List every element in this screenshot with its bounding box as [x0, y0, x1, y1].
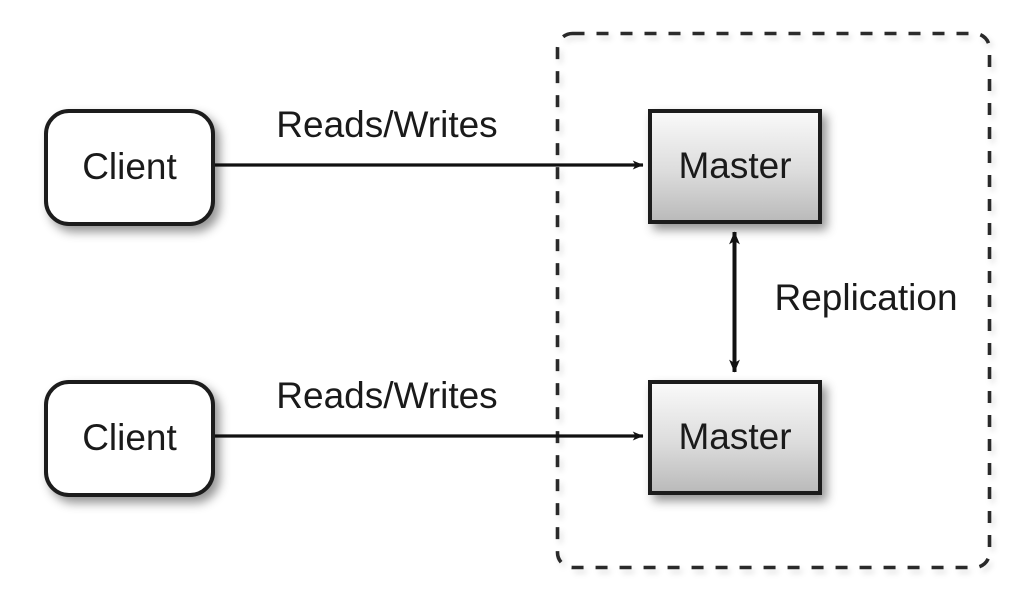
edge-label-reads-writes-top: Reads/Writes: [276, 104, 497, 145]
datacenter-boundary-outline: [555, 31, 992, 570]
master-bottom-shape[interactable]: [648, 380, 822, 495]
node-master-bottom[interactable]: Master: [648, 380, 822, 495]
datacenter-boundary: [555, 31, 992, 570]
client-top-label: Client: [82, 146, 177, 187]
master-top-shape[interactable]: [648, 109, 822, 224]
master-bottom-label: Master: [678, 416, 791, 457]
node-client-bottom[interactable]: Client: [44, 380, 215, 497]
master-top-label: Master: [678, 145, 791, 186]
edge-label-reads-writes-bottom: Reads/Writes: [276, 375, 497, 416]
client-bottom-label: Client: [82, 417, 177, 458]
client-bottom-shape[interactable]: [44, 380, 215, 497]
node-client-top[interactable]: Client: [44, 109, 215, 226]
client-top-shape[interactable]: [44, 109, 215, 226]
edge-label-replication: Replication: [774, 277, 957, 318]
node-master-top[interactable]: Master: [648, 109, 822, 224]
